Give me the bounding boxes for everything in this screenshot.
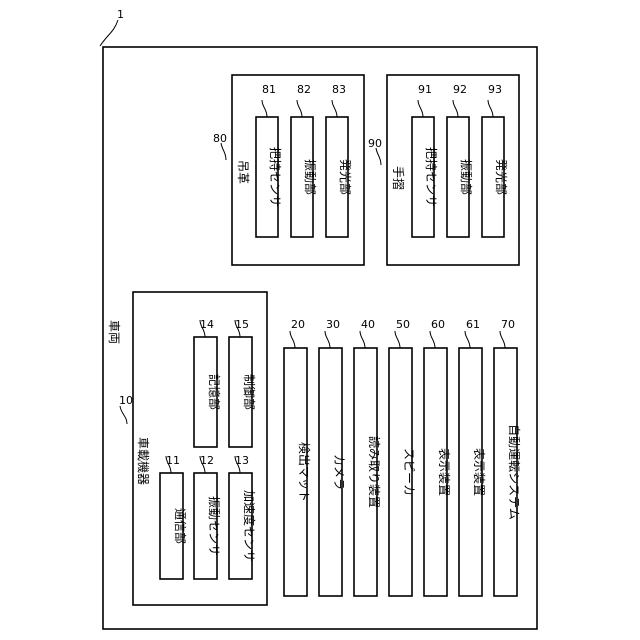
ref-81-number: 81: [262, 83, 276, 96]
ref-11-number: 11: [166, 454, 180, 467]
ref-20-number: 20: [291, 318, 305, 331]
strap-ref-number: 80: [213, 132, 227, 145]
ref-60-number: 60: [431, 318, 445, 331]
storage-unit-label: 記憶部: [207, 374, 222, 410]
ref-12-number: 12: [200, 454, 214, 467]
speaker-label: スピーカ: [402, 448, 416, 496]
reader-device-label: 読み取り装置: [367, 436, 382, 508]
ref-91-number: 91: [418, 83, 432, 96]
strap-light-unit-label: 発光部: [338, 159, 353, 195]
vibration-sensor-label: 振動センサ: [207, 496, 221, 556]
camera-label: カメラ: [332, 454, 346, 490]
ref-93-number: 93: [488, 83, 502, 96]
ref-13-number: 13: [235, 454, 249, 467]
ref-61-number: 61: [466, 318, 480, 331]
handrail-ref-number: 90: [368, 137, 382, 150]
strap-grip-sensor-label: 把持センサ: [268, 147, 283, 207]
acceleration-sensor-label: 加速度センサ: [242, 490, 257, 562]
ref-82-number: 82: [297, 83, 311, 96]
onboard-ref-number: 10: [119, 394, 133, 407]
handrail-vibration-unit-label: 振動部: [459, 159, 474, 195]
handrail-light-unit-label: 発光部: [494, 159, 509, 195]
handrail-grip-sensor-label: 把持センサ: [424, 147, 439, 207]
vehicle-ref-number: 1: [117, 8, 124, 21]
ref-50-number: 50: [396, 318, 410, 331]
ref-15-number: 15: [235, 318, 249, 331]
ref-92-number: 92: [453, 83, 467, 96]
ref-70-number: 70: [501, 318, 515, 331]
ref-83-number: 83: [332, 83, 346, 96]
autonomous-driving-system-label: 自動運転システム: [507, 424, 521, 520]
strap-vibration-unit-label: 振動部: [303, 159, 318, 195]
vehicle-label: 車両: [107, 320, 121, 344]
display-device-60-label: 表示装置: [437, 448, 451, 496]
control-unit-label: 制御部: [242, 374, 257, 410]
ref-40-number: 40: [361, 318, 375, 331]
ref-30-number: 30: [326, 318, 340, 331]
handrail-label: 手摺: [391, 166, 406, 190]
ref-14-number: 14: [200, 318, 214, 331]
detection-mat-label: 検出マット: [297, 442, 311, 502]
strap-label: 吊革: [236, 160, 250, 184]
display-device-61-label: 表示装置: [472, 448, 486, 496]
vehicle-ref-leader: [100, 20, 118, 46]
communication-unit-label: 通信部: [173, 508, 188, 544]
onboard-equipment-label: 車載機器: [136, 437, 151, 485]
